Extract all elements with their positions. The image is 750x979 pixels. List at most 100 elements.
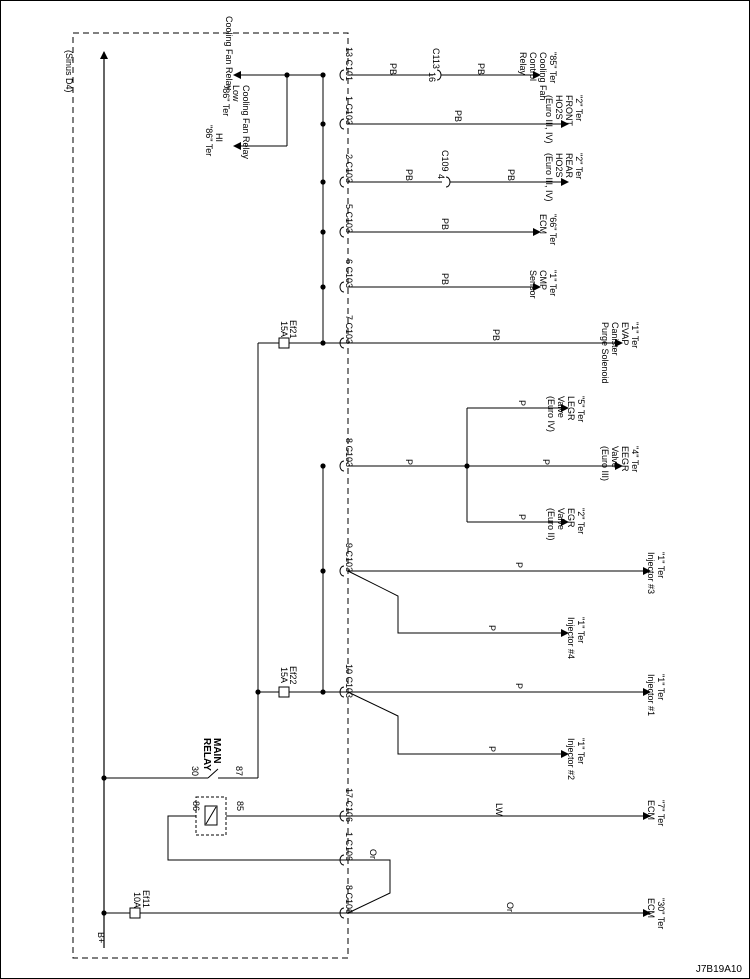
relay-pin-85: 85 bbox=[235, 801, 245, 811]
fuse-ef21-rating: 15A bbox=[279, 321, 289, 337]
engine-label: (Sinus D4) bbox=[64, 50, 74, 93]
load-rear-ho2s-line: REAR bbox=[564, 153, 574, 179]
connector-c106-8-icon bbox=[339, 907, 345, 919]
load-evap-purge-line: Canister bbox=[610, 322, 620, 356]
fuse-ef21-icon bbox=[278, 337, 290, 349]
connector-c109-4-pin: 4 bbox=[436, 174, 446, 179]
load-front-ho2s-line: "2" Ter bbox=[574, 95, 584, 121]
svg-text:Low: Low bbox=[231, 85, 241, 102]
relay-switch-icon bbox=[207, 768, 219, 779]
fuse-ef22-icon bbox=[278, 686, 290, 698]
fuse-ef21-name: Ef21 bbox=[288, 320, 298, 339]
load-injector-1-line: Injector #1 bbox=[646, 674, 656, 716]
load-rear-ho2s-line: HO2S bbox=[554, 153, 564, 178]
relay-title-2: RELAY bbox=[201, 738, 212, 771]
load-evap-purge-line: EVAP bbox=[620, 322, 630, 345]
connector-c109-4-name: C109 bbox=[440, 150, 450, 172]
svg-text:P: P bbox=[487, 625, 497, 631]
load-injector-2-line: "1" Ter bbox=[576, 738, 586, 764]
load-ecm-30-line: ECM bbox=[646, 898, 656, 918]
fuse-ef11-icon bbox=[129, 907, 141, 919]
fuse-ef11-name: Ef11 bbox=[141, 890, 151, 908]
fuse-ef11-rating: 10A bbox=[132, 892, 142, 908]
load-rear-ho2s-line: "2" Ter bbox=[574, 153, 584, 179]
connector-c103-5-label: 5 C103 bbox=[344, 204, 354, 233]
svg-text:Cooling Fan Relay: Cooling Fan Relay bbox=[241, 85, 251, 160]
connector-c103-8-icon bbox=[339, 460, 345, 472]
bplus-label: B+ bbox=[96, 932, 106, 943]
svg-text:P: P bbox=[487, 746, 497, 752]
figure-reference: J7B19A10 bbox=[695, 964, 742, 975]
connector-c103-8-label: 8 C103 bbox=[344, 438, 354, 467]
svg-text:PB: PB bbox=[440, 273, 450, 285]
load-cmp-sensor-line: Sensor bbox=[528, 270, 538, 299]
svg-text:Cooling Fan Relay: Cooling Fan Relay bbox=[224, 16, 234, 91]
load-fan-control-line: "85" Ter bbox=[548, 52, 558, 83]
connector-c103-10-icon bbox=[339, 686, 345, 698]
svg-text:P: P bbox=[517, 514, 527, 520]
connector-c103-2-label: 2 C103 bbox=[344, 154, 354, 183]
load-egr-valve-line: Valve bbox=[556, 508, 566, 530]
connector-c106-1-label: 1 C106 bbox=[344, 832, 354, 861]
load-fan-control-line: Relay bbox=[518, 52, 528, 76]
load-front-ho2s-line: FRONT bbox=[564, 95, 574, 126]
load-evap-purge-line: Purge Solenoid bbox=[600, 322, 610, 384]
connector-c103-1-icon bbox=[339, 118, 345, 130]
load-ecm-7-line: ECM bbox=[646, 800, 656, 820]
connector-c103-10-label: 10 C103 bbox=[344, 664, 354, 698]
svg-text:"86" Ter: "86" Ter bbox=[221, 85, 231, 116]
load-cooling-fan-hi: Cooling Fan Relay bbox=[224, 16, 234, 91]
connector-c103-9-label: 9 C103 bbox=[344, 543, 354, 572]
load-injector-3-line: "1" Ter bbox=[656, 552, 666, 578]
connector-c103-7-label: 7 C103 bbox=[344, 315, 354, 344]
load-cooling-fan-hi-labels: HI "86" Ter bbox=[204, 125, 224, 156]
connector-c113-16-name: C113 bbox=[431, 48, 441, 69]
load-fan-control-line: Cooling Fan bbox=[538, 52, 548, 101]
load-front-ho2s-line: HO2S bbox=[554, 95, 564, 120]
load-front-ho2s-line: (Euro III, IV) bbox=[544, 95, 554, 144]
load-egr-valve-line: "2" Ter bbox=[576, 508, 586, 534]
svg-text:PB: PB bbox=[506, 169, 516, 181]
svg-text:HI: HI bbox=[214, 133, 224, 142]
svg-text:PB: PB bbox=[491, 329, 501, 341]
load-legr-valve-line: "5" Ter bbox=[576, 396, 586, 422]
load-legr-valve-line: Valve bbox=[556, 396, 566, 418]
svg-text:P: P bbox=[404, 459, 414, 465]
load-cmp-sensor-line: "1" Ter bbox=[548, 270, 558, 296]
svg-text:P: P bbox=[514, 683, 524, 689]
load-ecm-7-line: "7" Ter bbox=[656, 800, 666, 826]
load-legr-valve-line: LEGR bbox=[566, 396, 576, 421]
connector-c103-7-icon bbox=[339, 337, 345, 349]
svg-text:PB: PB bbox=[453, 110, 463, 122]
svg-text:PB: PB bbox=[404, 169, 414, 181]
connector-c113-16-pin: 16 bbox=[427, 72, 437, 82]
connector-c103-5-icon bbox=[339, 226, 345, 238]
load-ecm-66-line: "66" Ter bbox=[548, 214, 558, 245]
load-eegr-valve-line: "4" Ter bbox=[630, 446, 640, 472]
load-eegr-valve-line: EEGR bbox=[620, 446, 630, 472]
svg-text:Or: Or bbox=[505, 902, 515, 912]
connector-c101-13-label: 13 C101 bbox=[344, 47, 354, 81]
connector-c103-9-icon bbox=[339, 565, 345, 577]
relay-pin-87: 87 bbox=[234, 766, 244, 776]
svg-text:Or: Or bbox=[368, 849, 378, 859]
load-egr-valve-line: EGR bbox=[566, 508, 576, 528]
load-fan-control-line: Control bbox=[528, 52, 538, 81]
load-rear-ho2s-line: (Euro III, IV) bbox=[544, 153, 554, 202]
connector-c106-17-label: 17 C106 bbox=[344, 788, 354, 822]
load-injector-4-line: "1" Ter bbox=[576, 617, 586, 643]
